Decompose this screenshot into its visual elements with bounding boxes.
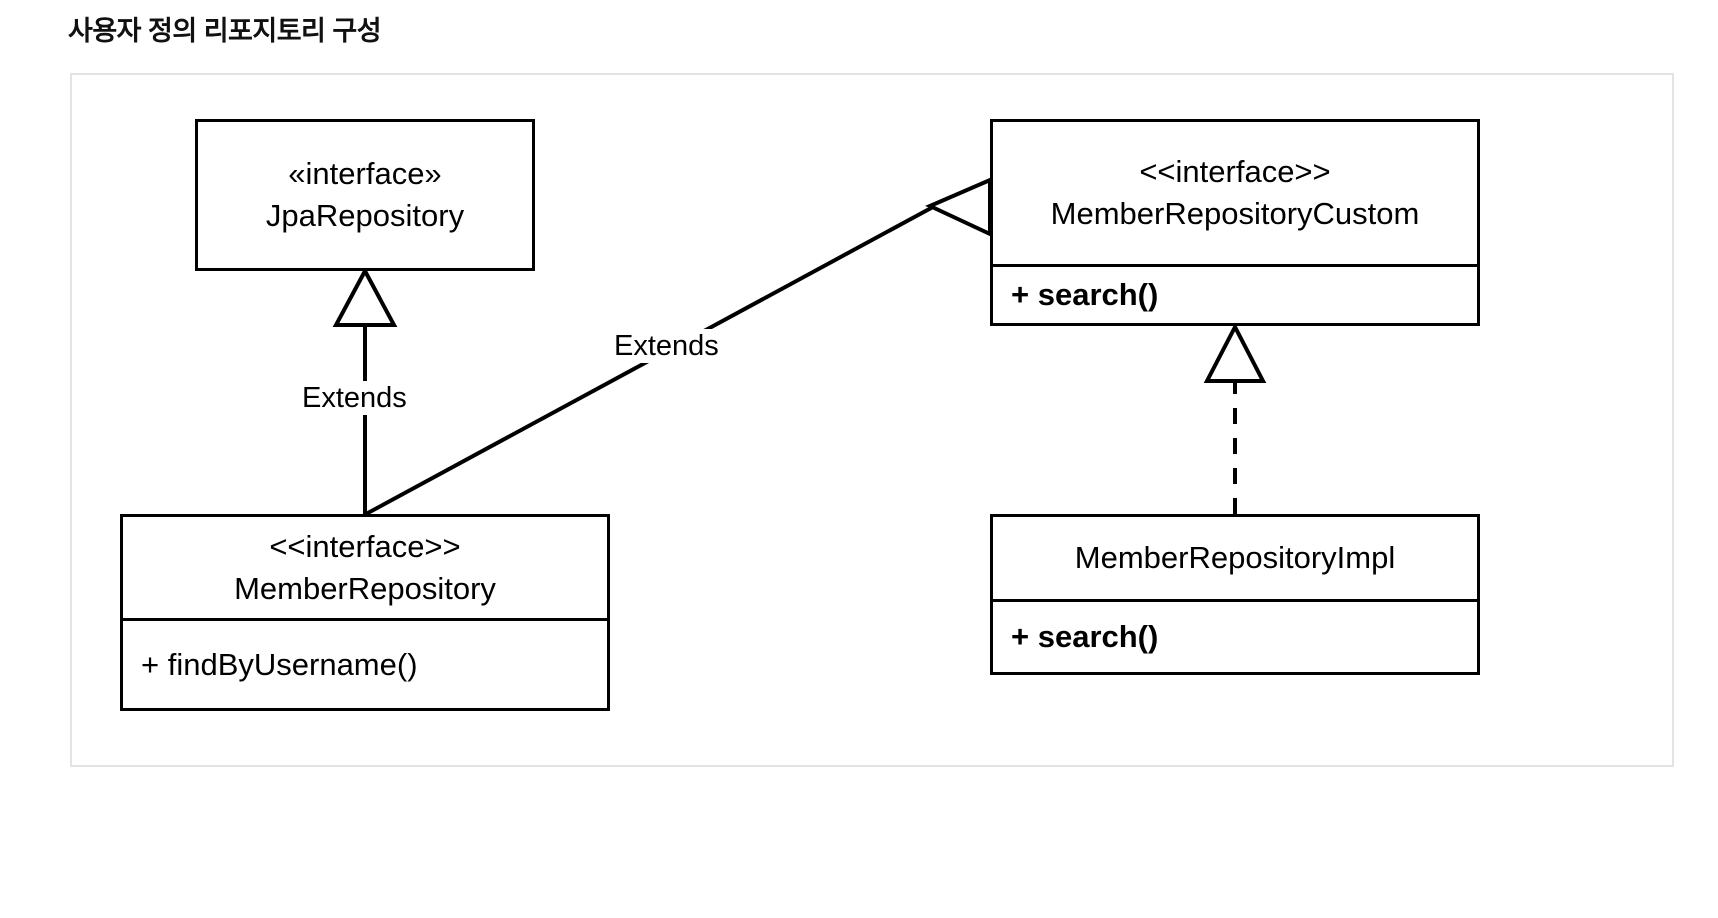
class-member: + search() (1011, 619, 1159, 654)
class-members-member-repository: + findByUsername() (123, 621, 607, 708)
class-box-jpa-repository[interactable]: «interface» JpaRepository (195, 119, 535, 271)
class-header-member-repository: <<interface>> MemberRepository (123, 517, 607, 621)
class-members-member-repository-impl: + search() (993, 602, 1477, 672)
class-name: MemberRepositoryCustom (1050, 196, 1420, 231)
relation-label-extends-custom: Extends (608, 329, 725, 363)
class-stereotype: <<interface>> (1139, 154, 1331, 189)
class-header-jpa-repository: «interface» JpaRepository (198, 122, 532, 268)
class-member: + search() (1011, 277, 1159, 312)
class-box-member-repository-custom[interactable]: <<interface>> MemberRepositoryCustom + s… (990, 119, 1480, 326)
class-box-member-repository-impl[interactable]: MemberRepositoryImpl + search() (990, 514, 1480, 675)
page-title: 사용자 정의 리포지토리 구성 (68, 16, 382, 46)
class-name: MemberRepository (234, 570, 496, 606)
class-box-member-repository[interactable]: <<interface>> MemberRepository + findByU… (120, 514, 610, 711)
class-header-member-repository-custom: <<interface>> MemberRepositoryCustom (993, 122, 1477, 267)
class-stereotype: «interface» (288, 156, 442, 191)
class-member: + findByUsername() (141, 646, 418, 682)
class-name: JpaRepository (265, 198, 465, 233)
relation-label-extends-jpa: Extends (296, 381, 413, 415)
class-name: MemberRepositoryImpl (1074, 540, 1396, 575)
class-members-member-repository-custom: + search() (993, 267, 1477, 323)
class-header-member-repository-impl: MemberRepositoryImpl (993, 517, 1477, 602)
class-stereotype: <<interface>> (269, 528, 461, 564)
